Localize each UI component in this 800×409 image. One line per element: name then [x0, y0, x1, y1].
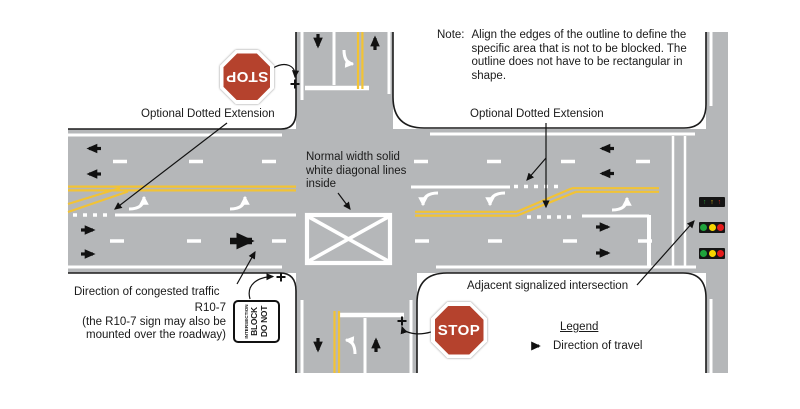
do-not-block-intersection-sign: DO NOT BLOCK INTERSECTION — [233, 300, 280, 343]
signal-head-1-icon — [699, 222, 725, 233]
r10-7-caption-line1: (the R10-7 sign may also be — [82, 315, 226, 328]
dnb-line1: DO NOT — [258, 305, 269, 338]
note-text: Align the edges of the outline to define… — [471, 29, 687, 82]
label-normal-width-diagonals: Normal width solid white diagonal lines … — [306, 151, 407, 190]
label-optional-dotted-extension-right: Optional Dotted Extension — [470, 108, 604, 120]
stop-sign-top-text: STOP — [225, 68, 269, 86]
top-cross-road-pavement — [296, 32, 393, 132]
stop-sign-top-face: STOP — [224, 54, 271, 101]
lane-direction-arrows — [81, 34, 614, 353]
note-prefix: Note: — [437, 29, 465, 41]
signal-green-arrow-icon: ↑ — [702, 198, 707, 206]
stop-sign-bottom: STOP — [431, 302, 487, 358]
signal-yellow-light — [708, 224, 716, 231]
signal-head-2-icon — [699, 248, 725, 259]
signal-yellow-arrow-icon: ↑ — [710, 198, 714, 206]
stop-sign-bottom-text: STOP — [437, 321, 481, 339]
signal-green-light — [700, 224, 708, 231]
annotation-leaders — [114, 64, 695, 335]
r10-7-caption-line2: mounted over the roadway) — [86, 329, 226, 341]
stop-sign-bottom-face: STOP — [434, 305, 484, 355]
r10-7-caption: R10-7 (the R10-7 sign may also be mounte… — [28, 302, 226, 343]
legend: Legend Direction of travel — [531, 321, 642, 352]
do-not-block-box — [304, 212, 393, 266]
signal-yellow-light — [708, 250, 716, 257]
turn-arrows — [128, 49, 632, 355]
signal-red-light — [716, 224, 724, 231]
legend-item-direction-of-travel: Direction of travel — [553, 340, 643, 352]
signal-green-light — [700, 250, 708, 257]
direction-of-travel-arrow-icon — [531, 341, 541, 351]
yellow-center-lines — [67, 32, 659, 373]
legend-title: Legend — [560, 321, 599, 333]
lane-dashes — [110, 159, 652, 243]
bottom-cross-road-pavement — [296, 270, 417, 373]
r10-7-caption-label: R10-7 — [194, 302, 226, 314]
stop-sign-top: STOP — [220, 50, 274, 104]
main-road-pavement — [68, 129, 728, 273]
signal-red-arrow-icon: ↑ — [717, 198, 722, 206]
label-optional-dotted-extension-left: Optional Dotted Extension — [141, 108, 275, 120]
signal-red-light — [716, 250, 724, 257]
label-direction-congested: Direction of congested traffic — [74, 286, 220, 298]
sign-location-crosses — [276, 79, 407, 326]
label-adjacent-signalized: Adjacent signalized intersection — [467, 280, 629, 292]
signal-head-arrow-icon: ↑ ↑ ↑ — [699, 197, 725, 207]
note-block: Note: Align the edges of the outline to … — [437, 29, 717, 83]
